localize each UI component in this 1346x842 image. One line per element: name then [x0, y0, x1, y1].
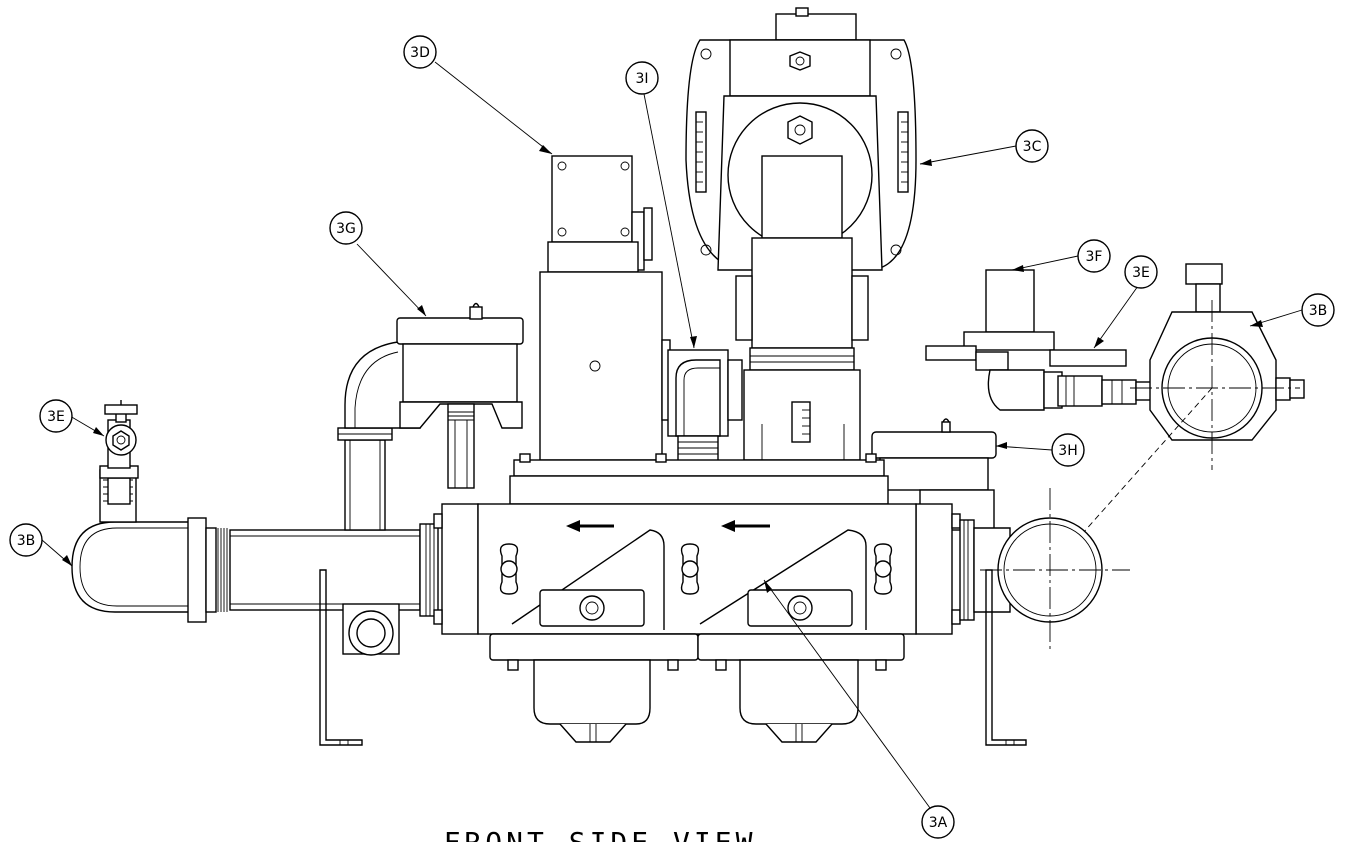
- callout-3c: 3C: [1015, 129, 1049, 163]
- left-pipe-assembly: [71, 469, 439, 746]
- svg-text:3E: 3E: [47, 409, 65, 425]
- svg-text:3B: 3B: [1309, 303, 1328, 319]
- callout-3g: 3G: [329, 211, 363, 245]
- svg-text:3B: 3B: [17, 533, 36, 549]
- svg-text:3G: 3G: [336, 221, 356, 237]
- svg-text:3A: 3A: [929, 815, 948, 831]
- component-3g-regulator: [396, 302, 524, 489]
- svg-text:3D: 3D: [410, 45, 430, 61]
- component-3d-solenoid: [539, 155, 671, 461]
- svg-text:3I: 3I: [635, 71, 648, 87]
- callout-3d: 3D: [403, 35, 437, 69]
- right-ball-valve-3e: [1049, 349, 1161, 407]
- right-outlet-pipe: [959, 488, 1130, 746]
- actuator-scale-right: [897, 111, 909, 193]
- pipe-threads-left: [217, 528, 228, 612]
- wing-nut-center: [680, 543, 700, 595]
- callout-3b-right: 3B: [1301, 293, 1335, 327]
- component-3a-main-valve-body: [433, 453, 961, 743]
- callout-3i: 3I: [625, 61, 659, 95]
- svg-text:3F: 3F: [1086, 249, 1103, 265]
- svg-text:3H: 3H: [1058, 443, 1077, 459]
- leader-lines: [41, 61, 1303, 809]
- component-3b-right-elbow: [1130, 263, 1305, 470]
- callout-3e-right: 3E: [1124, 255, 1158, 289]
- component-3f-regulator: [925, 269, 1063, 411]
- left-ball-valve-3e: [99, 400, 139, 479]
- component-3i-fitting: [667, 349, 743, 469]
- left-riser-pipe: [337, 341, 421, 531]
- svg-text:3C: 3C: [1023, 139, 1042, 155]
- view-title: FRONT SIDE VIEW: [444, 826, 757, 842]
- callout-3f: 3F: [1077, 239, 1111, 273]
- callout-3e-left: 3E: [39, 399, 73, 433]
- drain-fitting-left: [342, 603, 400, 656]
- actuator-scale-left: [695, 111, 707, 193]
- svg-text:3E: 3E: [1132, 265, 1150, 281]
- callout-3h: 3H: [1051, 433, 1085, 467]
- wing-nut-right: [873, 543, 893, 595]
- callout-3a: 3A: [921, 805, 955, 839]
- callout-3b-left: 3B: [9, 523, 43, 557]
- wing-nut-left: [499, 543, 519, 595]
- component-3c-actuator: [685, 7, 917, 461]
